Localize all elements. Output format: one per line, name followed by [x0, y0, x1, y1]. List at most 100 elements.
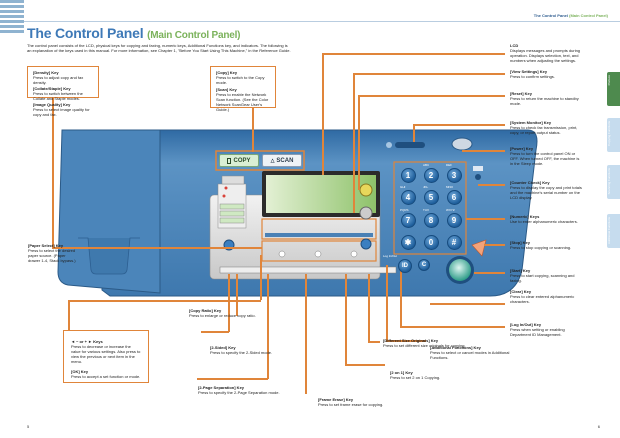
side-tab-copying[interactable]: Copying Functions — [607, 118, 620, 152]
collate-key-desc: Press to switch between the Collate and … — [33, 91, 83, 101]
additional-functions-desc: Press to select or cancel modes in Addit… — [430, 350, 510, 360]
reset-label: [Reset] Key — [510, 91, 533, 96]
counter-check-desc: Press to display the copy and print tota… — [510, 185, 582, 200]
id-label: ID — [402, 263, 408, 269]
log-in-out-desc: Press when setting or enabling Departmen… — [510, 327, 565, 337]
arrow-keys-desc: Press to decrease or increase the value … — [71, 344, 141, 364]
leader-line — [386, 265, 388, 340]
counter-check-label-text: [Counter Check] Key — [510, 180, 550, 185]
frame-erase-desc: Press to set frame erase for copying. — [318, 402, 384, 407]
numeric-key[interactable]: # — [444, 233, 464, 252]
scan-key-desc: Press to enable the Network Scan functio… — [216, 92, 269, 112]
title-main: The Control Panel — [27, 25, 144, 41]
numeric-key-digit: 1 — [405, 171, 411, 181]
scan-button[interactable]: △ SCAN — [262, 154, 302, 167]
numeric-key-digit: 4 — [405, 193, 411, 203]
numeric-key[interactable]: 7 PQRS — [398, 207, 418, 230]
numeric-key[interactable]: ✱ — [398, 233, 418, 252]
collate-key-label: [Collate/Staple] Key — [33, 86, 71, 91]
counter-check-label — [473, 166, 483, 171]
leader-line — [484, 244, 505, 246]
diff-size-desc: Press to set different size originals fo… — [383, 343, 466, 348]
leader-line — [322, 53, 324, 175]
numeric-key-digit: 3 — [451, 171, 457, 181]
side-tab-label: Copying Functions — [607, 121, 611, 146]
clear-button[interactable]: C — [418, 259, 430, 271]
numeric-key-digit: 9 — [451, 215, 457, 225]
counter-check-button — [475, 174, 481, 180]
leader-line — [358, 95, 505, 97]
scan-icon: △ — [270, 157, 275, 164]
leader-line — [400, 265, 402, 327]
numeric-key-digit: 8 — [428, 215, 434, 225]
side-tab-preface[interactable]: Preface — [607, 72, 620, 106]
numeric-key-letters: TUV — [423, 207, 429, 212]
view-settings-label: [View Settings] Key — [510, 69, 548, 74]
numeric-key-digit: ✱ — [404, 237, 412, 247]
numeric-key[interactable]: 1 — [398, 166, 418, 185]
two-sided-desc: Press to specify the 2-Sided mode. — [210, 350, 273, 355]
leader-line — [413, 124, 415, 142]
page-number-right: 6 — [597, 424, 600, 429]
power-desc: Press to turn the control panel ON or OF… — [510, 151, 580, 166]
side-tab-additional[interactable]: Additional Functions — [607, 214, 620, 248]
leader-line — [430, 303, 505, 305]
leader-line — [466, 218, 505, 220]
title-sub: (Main Control Panel) — [147, 30, 241, 41]
copy-ratio-desc: Press to enlarge or reduce copy ratio. — [189, 313, 256, 318]
numeric-desc: Use to enter alphanumeric characters. — [510, 219, 578, 224]
leader-line — [368, 341, 380, 343]
start-label: [Start] Key — [510, 268, 531, 273]
leader-line — [322, 53, 505, 55]
clear-desc: Press to clear entered alphanumeric char… — [510, 294, 575, 304]
panel-left-wing — [57, 129, 161, 294]
view-settings-desc: Press to confirm settings. — [510, 74, 555, 79]
leader-line — [305, 274, 307, 394]
numeric-key-letters: PQRS — [400, 207, 409, 212]
leader-line — [201, 331, 229, 333]
clear-label-text: [Clear] Key — [510, 289, 532, 294]
clear-label: C — [421, 262, 427, 268]
leader-line — [267, 274, 269, 379]
density-key-label: [Density] Key — [33, 70, 59, 75]
scan-label: SCAN — [276, 157, 294, 164]
side-tab-label: Preface — [607, 75, 611, 86]
ok-key-label: [OK] Key — [71, 369, 89, 374]
scan-key-label: [Scan] Key — [216, 87, 237, 92]
stop-desc: Press to stop copying or scanning. — [510, 245, 572, 250]
paper-select-label: [Paper Select] Key — [28, 243, 64, 248]
copy-button[interactable]: COPY — [219, 154, 259, 167]
density-key-group — [261, 218, 377, 240]
paper-select-button — [223, 239, 235, 251]
running-head-main: The Control Panel — [533, 13, 568, 18]
numeric-key-digit: # — [451, 237, 457, 247]
start-desc: Press to start copying, scanning and fax… — [510, 273, 575, 283]
side-tab-scanning[interactable]: Scanning Functions — [607, 165, 620, 199]
leader-line — [400, 326, 505, 328]
leader-line — [68, 300, 70, 335]
log-in-out-button[interactable]: ID — [398, 259, 412, 273]
copy-ratio-label: [Copy Ratio] Key — [189, 308, 222, 313]
numeric-key-digit: 7 — [405, 215, 411, 225]
numeric-key-digit: 5 — [428, 193, 434, 203]
system-monitor-desc: Press to check fax transmission, print, … — [510, 125, 578, 135]
numeric-key[interactable]: 8 TUV — [421, 207, 441, 230]
copy-scan-group — [215, 150, 305, 171]
numeric-key[interactable]: 0 — [421, 233, 441, 252]
power-label: [Power] Key — [510, 146, 534, 151]
